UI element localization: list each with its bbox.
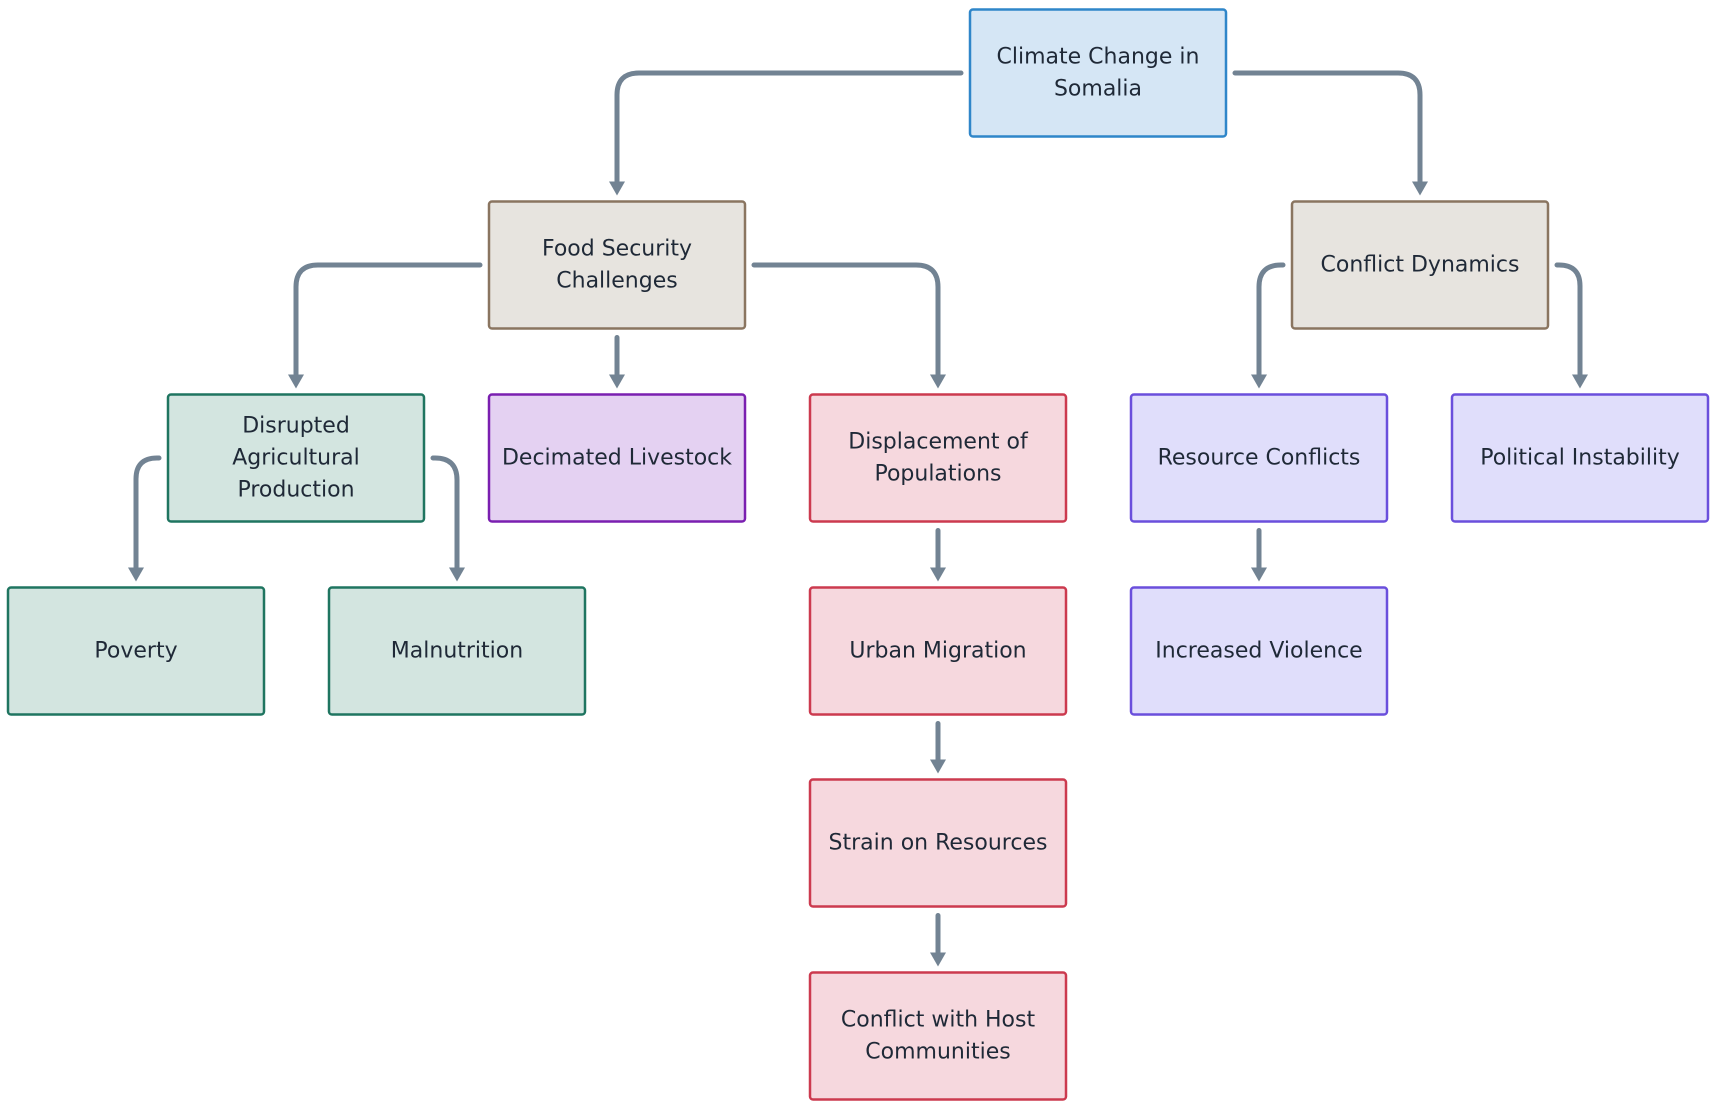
arrowhead-icon <box>930 952 946 967</box>
node-label: Production <box>237 478 354 503</box>
node-box <box>1290 200 1550 330</box>
node-label: Urban Migration <box>849 639 1026 664</box>
edge-conflict-to-resource <box>1251 262 1286 389</box>
node-climate-change-in-somalia: Climate Change in Somalia <box>968 8 1228 138</box>
arrowhead-icon <box>1251 567 1267 582</box>
node-box <box>1129 586 1389 716</box>
arrowhead-icon <box>930 759 946 774</box>
node-label: Decimated Livestock <box>502 446 732 471</box>
edge-agri-to-malnutrition <box>430 455 465 582</box>
node-box <box>6 586 266 716</box>
node-label: Malnutrition <box>391 639 523 664</box>
node-box <box>808 586 1068 716</box>
edge-resource-to-violence <box>1251 528 1267 582</box>
arrowhead-icon <box>609 181 625 196</box>
arrowhead-icon <box>1412 181 1428 196</box>
node-box <box>808 971 1068 1101</box>
node-label: Food Security <box>542 237 692 262</box>
edges-layer <box>128 70 1588 967</box>
arrowhead-icon <box>449 567 465 582</box>
arrowhead-icon <box>930 567 946 582</box>
node-label: Communities <box>865 1040 1010 1065</box>
node-box <box>808 393 1068 523</box>
arrowhead-icon <box>930 374 946 389</box>
edge-agri-to-poverty <box>128 455 162 582</box>
node-box <box>1450 393 1710 523</box>
node-conflict-dynamics: Conflict Dynamics <box>1290 200 1550 330</box>
node-label: Disrupted <box>242 414 350 439</box>
node-resource-conflicts: Resource Conflicts <box>1129 393 1389 523</box>
node-label: Conflict Dynamics <box>1321 253 1520 278</box>
edge-line <box>430 455 460 572</box>
node-label: Resource Conflicts <box>1158 446 1361 471</box>
node-label: Climate Change in <box>997 45 1200 70</box>
edge-line <box>1232 70 1423 186</box>
node-label: Conflict with Host <box>841 1008 1036 1033</box>
edge-line <box>133 455 162 572</box>
node-box <box>487 393 747 523</box>
edge-food-to-agri <box>288 262 483 389</box>
node-strain-on-resources: Strain on Resources <box>808 778 1068 908</box>
edge-strain-to-host <box>930 913 946 967</box>
node-increased-violence: Increased Violence <box>1129 586 1389 716</box>
node-displacement-of-populations: Displacement of Populations <box>808 393 1068 523</box>
node-label: Political Instability <box>1480 446 1680 471</box>
edge-food-to-livestock <box>609 335 625 389</box>
node-label: Displacement of <box>848 430 1029 455</box>
edge-displacement-to-urban <box>930 528 946 582</box>
edge-conflict-to-political <box>1554 262 1588 389</box>
edge-urban-to-strain <box>930 721 946 774</box>
arrowhead-icon <box>288 374 304 389</box>
node-poverty: Poverty <box>6 586 266 716</box>
node-box <box>166 393 426 523</box>
node-label: Challenges <box>556 269 677 294</box>
edge-line <box>751 262 941 379</box>
node-malnutrition: Malnutrition <box>327 586 587 716</box>
node-political-instability: Political Instability <box>1450 393 1710 523</box>
arrowhead-icon <box>609 374 625 389</box>
node-label: Somalia <box>1054 77 1142 102</box>
node-box <box>327 586 587 716</box>
arrowhead-icon <box>128 567 144 582</box>
node-decimated-livestock: Decimated Livestock <box>487 393 747 523</box>
node-box <box>487 200 747 330</box>
node-label: Increased Violence <box>1155 639 1362 664</box>
edge-food-to-displacement <box>751 262 946 389</box>
node-box <box>1129 393 1389 523</box>
node-label: Strain on Resources <box>829 831 1048 856</box>
edge-line <box>1256 262 1286 379</box>
edge-climate-to-food <box>609 70 964 196</box>
node-label: Poverty <box>94 639 177 664</box>
edge-line <box>614 70 964 186</box>
node-label: Agricultural <box>232 446 360 471</box>
node-label: Populations <box>874 462 1001 487</box>
node-box <box>968 8 1228 138</box>
edge-line <box>293 262 483 379</box>
arrowhead-icon <box>1572 374 1588 389</box>
arrowhead-icon <box>1251 374 1267 389</box>
node-box <box>808 778 1068 908</box>
edge-climate-to-conflict <box>1232 70 1428 196</box>
edge-line <box>1554 262 1583 379</box>
node-urban-migration: Urban Migration <box>808 586 1068 716</box>
